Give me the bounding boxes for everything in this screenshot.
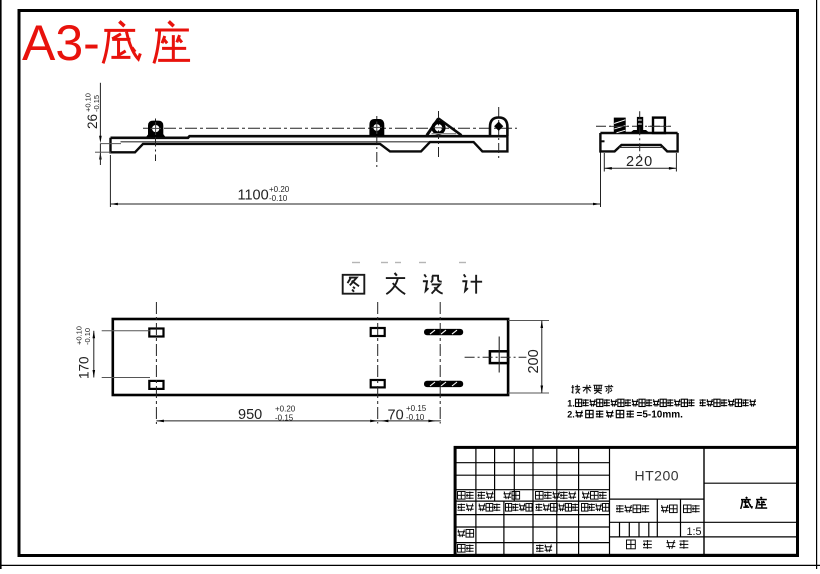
svg-text:1100: 1100 [238,188,269,204]
svg-text:-0.10: -0.10 [269,194,288,203]
svg-text:170: 170 [77,356,92,379]
svg-text:=5-10mm.: =5-10mm. [637,410,684,421]
svg-text:+0.20: +0.20 [269,185,290,194]
svg-text:-0.10: -0.10 [83,328,92,345]
svg-text:200: 200 [526,349,542,373]
svg-text:1:5: 1:5 [687,526,702,538]
svg-text:+0.10: +0.10 [84,93,93,112]
svg-text:HT200: HT200 [635,468,680,484]
svg-text:+0.15: +0.15 [406,404,427,413]
svg-text:220: 220 [626,154,653,170]
svg-text:2.: 2. [567,410,575,420]
svg-text:-0.15: -0.15 [275,414,294,423]
svg-text:-0.10: -0.10 [406,413,425,422]
svg-text:+0.10: +0.10 [75,326,84,345]
svg-text:A3-: A3- [22,15,100,71]
svg-text:26: 26 [85,114,100,129]
svg-text:70: 70 [388,408,404,424]
svg-text:1.: 1. [567,398,575,408]
svg-text:950: 950 [238,407,262,423]
svg-text:+0.20: +0.20 [275,405,296,414]
svg-text:-0.15: -0.15 [92,95,101,112]
